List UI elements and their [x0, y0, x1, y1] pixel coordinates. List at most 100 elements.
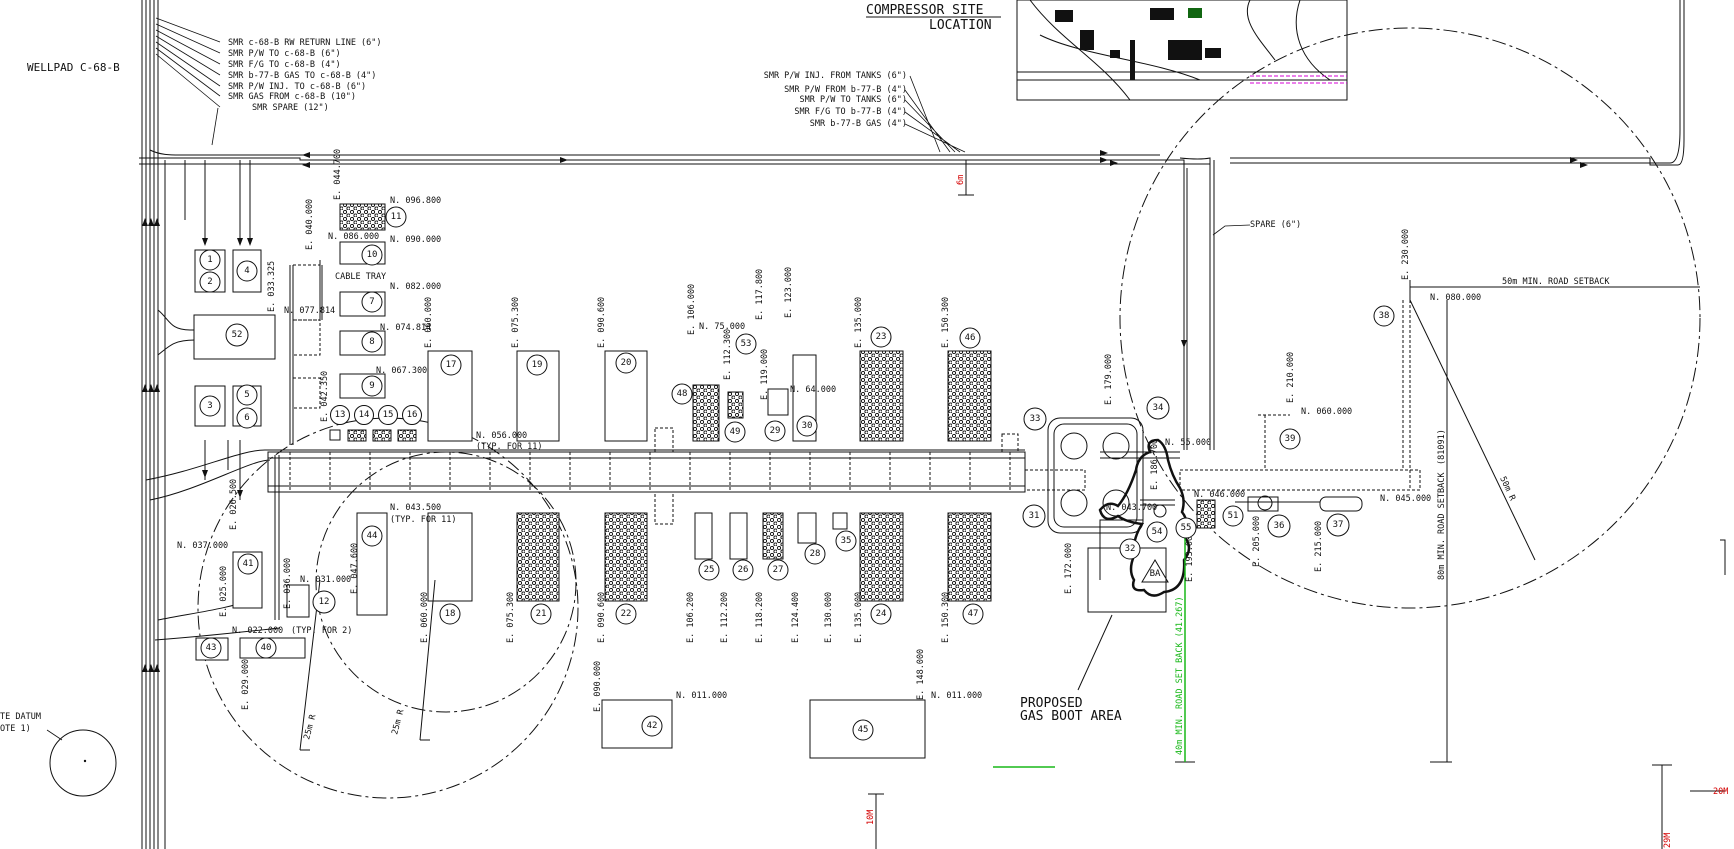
northing-label: N. 043.500	[390, 503, 441, 513]
easting-label: E. 150.300	[941, 297, 951, 348]
northing-label: N. 074.814	[380, 323, 431, 333]
site-datum-label-line2: OTE 1)	[0, 724, 31, 734]
northing-label: N. 046.000	[1194, 490, 1245, 500]
west-pipeline-labels: SMR c-68-B RW RETURN LINE (6") SMR P/W T…	[27, 38, 382, 113]
pipeline-label: SMR c-68-B RW RETURN LINE (6")	[228, 38, 382, 48]
easting-label: E. 060.000	[424, 297, 434, 348]
site-datum-label-line1: TE DATUM	[0, 712, 41, 722]
equipment-tag: 48	[677, 389, 688, 399]
easting-label: E. 172.000	[1064, 543, 1074, 594]
north-pipeline-labels: SMR P/W INJ. FROM TANKS (6") SMR P/W FRO…	[764, 71, 1301, 230]
easting-label: E. 205.000	[1252, 516, 1262, 567]
northing-label: N. 037.000	[177, 541, 228, 551]
equipment-tag: 23	[876, 332, 887, 342]
compressor-site-inset: COMPRESSOR SITE LOCATION	[866, 0, 1348, 101]
easting-label: E. 040.000	[305, 199, 315, 250]
easting-label: E. 117.800	[755, 269, 765, 320]
easting-label: E. 135.000	[854, 297, 864, 348]
pipeline-label: SMR GAS FROM c-68-B (10")	[228, 92, 356, 102]
dim-20m: 20M	[1713, 787, 1728, 797]
equipment-tag: 44	[367, 531, 378, 541]
northing-label: N. 045.000	[1380, 494, 1431, 504]
easting-label: E. 148.000	[916, 649, 926, 700]
easting-label: E. 230.000	[1401, 229, 1411, 280]
easting-label: E. 075.300	[511, 297, 521, 348]
northing-label: N. 080.000	[1430, 293, 1481, 303]
equipment-tag: 51	[1228, 511, 1239, 521]
northing-label: N. 64.000	[790, 385, 836, 395]
equipment-tag: 42	[647, 721, 658, 731]
easting-label: E. 193.000	[1185, 531, 1195, 582]
equipment-tag: 33	[1030, 414, 1041, 424]
easting-label: E. 036.000	[283, 558, 293, 609]
gas-boot-title-line1: PROPOSED	[1020, 696, 1083, 711]
wellpad-title: WELLPAD C-68-B	[27, 61, 120, 74]
equipment-tag: 13	[335, 410, 346, 420]
easting-label: E. 106.000	[687, 284, 697, 335]
gas-boot-symbol: BA	[1150, 569, 1161, 579]
road-setback-80-value: (81091)	[1437, 429, 1447, 465]
equipment-tag: 52	[232, 330, 243, 340]
gravel-pads	[339, 203, 1216, 602]
pipeline-label: SMR b-77-B GAS TO c-68-B (4")	[228, 71, 376, 81]
equipment-tag: 5	[244, 390, 249, 400]
equipment-tag: 46	[965, 333, 976, 343]
equipment-outlines	[193, 241, 1363, 759]
equipment-tag: 1	[207, 255, 212, 265]
easting-label: E. 130.000	[824, 592, 834, 643]
equipment-tag: 20	[621, 358, 632, 368]
equipment-tag: 43	[206, 643, 217, 653]
easting-label: E. 044.700	[333, 149, 343, 200]
radius-25-label-b: 25m R	[390, 708, 407, 736]
northing-label: N. 031.000	[300, 575, 351, 585]
easting-label: E. 047.600	[350, 543, 360, 594]
easting-label: E. 090.000	[593, 661, 603, 712]
easting-labels: E. 044.700 E. 040.000 E. 033.325 E. 060.…	[219, 149, 1411, 712]
radius-50-label: 50m R	[1497, 475, 1517, 503]
pipeline-label: SMR P/W INJ. TO c-68-B (6")	[228, 82, 366, 92]
equipment-tag: 9	[369, 381, 374, 391]
equipment-tag: 35	[841, 536, 852, 546]
easting-label: E. 118.200	[755, 592, 765, 643]
equipment-tag: 4	[244, 266, 249, 276]
equipment-tag: 7	[369, 297, 374, 307]
cable-tray-label: CABLE TRAY	[335, 272, 386, 282]
setback-dimensions	[299, 160, 1726, 849]
northing-label: N. 011.000	[931, 691, 982, 701]
easting-label: E. 029.000	[241, 659, 251, 710]
easting-label: E. 135.000	[854, 592, 864, 643]
northing-label: N. 060.000	[1301, 407, 1352, 417]
equipment-tag: 28	[810, 549, 821, 559]
pipeline-label: SMR P/W INJ. FROM TANKS (6")	[764, 71, 907, 81]
northing-label: N. 086.000	[328, 232, 379, 242]
northing-label: N. 077.814	[284, 306, 335, 316]
equipment-tag: 15	[383, 410, 394, 420]
pipeline-label: SMR SPARE (12")	[252, 103, 329, 113]
equipment-tag: 36	[1274, 521, 1285, 531]
pipeline-label: SMR P/W TO c-68-B (6")	[228, 49, 341, 59]
equipment-tag: 26	[738, 565, 749, 575]
pipe-rack	[267, 260, 1421, 620]
equipment-tag: 40	[261, 643, 272, 653]
road-setback-40-label: 40m MIN. ROAD SET BACK (41.267)	[1175, 596, 1185, 755]
spare-line-label: SPARE (6")	[1250, 220, 1301, 230]
compressor-site-title-line2: LOCATION	[929, 18, 992, 33]
equipment-tag: 53	[741, 339, 752, 349]
equipment-tag: 10	[367, 250, 378, 260]
equipment-tag: 55	[1181, 523, 1192, 533]
northing-label: N. 056.000	[476, 431, 527, 441]
easting-label: E. 060.000	[420, 592, 430, 643]
easting-label: E. 042.350	[320, 371, 330, 422]
easting-label: E. 075.300	[506, 592, 516, 643]
pipeline-label: SMR P/W FROM b-77-B (4")	[784, 85, 907, 95]
flow-arrows	[142, 150, 1588, 672]
pipeline-label: SMR F/G TO c-68-B (4")	[228, 60, 341, 70]
equipment-tag: 14	[359, 410, 370, 420]
equipment-tag: 47	[968, 609, 979, 619]
equipment-tag: 41	[243, 559, 254, 569]
easting-label: E. 033.325	[267, 261, 277, 312]
road-setback-50-label: 50m MIN. ROAD SETBACK	[1502, 277, 1610, 287]
equipment-tag: 6	[244, 413, 249, 423]
west-pipeline-corridor	[139, 0, 1685, 849]
